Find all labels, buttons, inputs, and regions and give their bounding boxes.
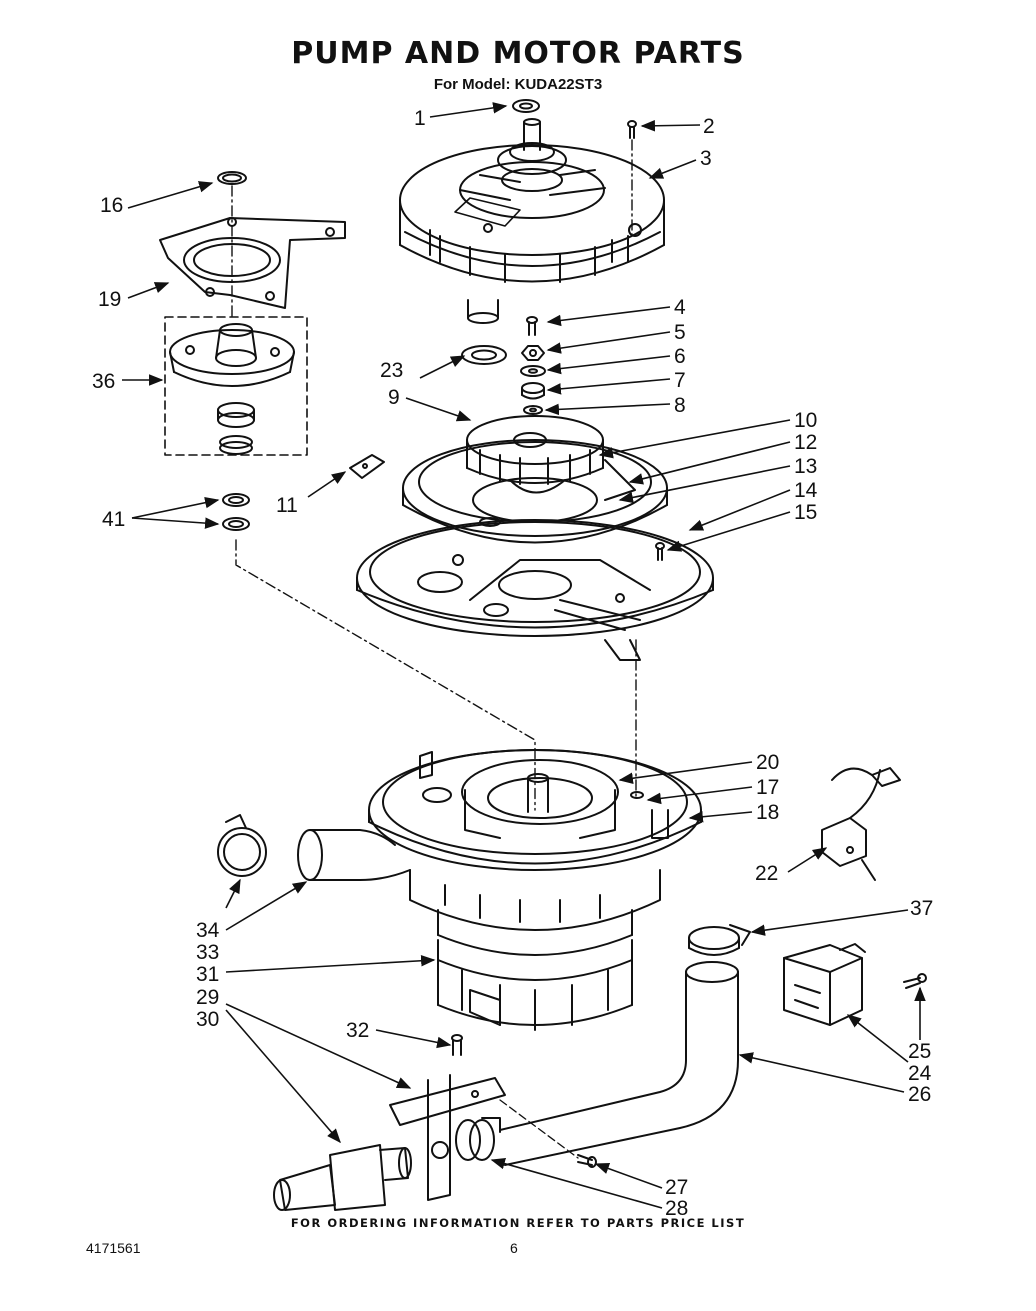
screw-part-2 bbox=[627, 120, 637, 139]
callout-36: 36 bbox=[92, 370, 115, 393]
callout-12: 12 bbox=[794, 431, 817, 454]
screw-part-25 bbox=[903, 973, 927, 989]
callout-27: 27 bbox=[665, 1176, 688, 1199]
callout-41: 41 bbox=[102, 508, 125, 531]
callout-15: 15 bbox=[794, 501, 817, 524]
drain-hose-part-26 bbox=[499, 961, 739, 1166]
o-ring-part-16 bbox=[217, 171, 247, 185]
callout-23: 23 bbox=[380, 359, 403, 382]
washer-part-8 bbox=[523, 405, 543, 415]
clamp-part-28 bbox=[455, 1117, 501, 1161]
callout-25: 25 bbox=[908, 1040, 931, 1063]
gasket-part-19 bbox=[159, 217, 346, 309]
clamp-part-34 bbox=[217, 814, 267, 877]
screw-part-27 bbox=[577, 1154, 597, 1168]
sensor-part-22 bbox=[821, 767, 901, 881]
callout-3: 3 bbox=[700, 147, 712, 170]
callout-18: 18 bbox=[756, 801, 779, 824]
callout-28: 28 bbox=[665, 1197, 688, 1220]
callout-32: 32 bbox=[346, 1019, 369, 1042]
clamp-part-37 bbox=[688, 924, 751, 956]
callout-8: 8 bbox=[674, 394, 686, 417]
callout-30: 30 bbox=[196, 1008, 219, 1031]
screw-part-32 bbox=[451, 1034, 463, 1056]
callout-5: 5 bbox=[674, 321, 686, 344]
callout-1: 1 bbox=[414, 107, 426, 130]
screw-part-15 bbox=[655, 542, 665, 561]
callout-16: 16 bbox=[100, 194, 123, 217]
callout-37: 37 bbox=[910, 897, 933, 920]
callout-4: 4 bbox=[674, 296, 686, 319]
callout-20: 20 bbox=[756, 751, 779, 774]
seal-part-23 bbox=[461, 345, 507, 365]
callout-2: 2 bbox=[703, 115, 715, 138]
callout-26: 26 bbox=[908, 1083, 931, 1106]
model-subtitle: For Model: KUDA22ST3 bbox=[433, 76, 603, 93]
callout-9: 9 bbox=[388, 386, 400, 409]
leader-lines bbox=[122, 102, 926, 1209]
callout-34: 34 bbox=[196, 919, 220, 942]
callout-19: 19 bbox=[98, 288, 121, 311]
seal-housing-part-36 bbox=[169, 323, 295, 455]
callout-22: 22 bbox=[755, 862, 778, 885]
ordering-note: FOR ORDERING INFORMATION REFER TO PARTS … bbox=[290, 1216, 746, 1230]
callout-6: 6 bbox=[674, 345, 686, 368]
callout-11: 11 bbox=[276, 494, 298, 517]
impeller-part-9 bbox=[466, 415, 604, 494]
spacer-part-7 bbox=[521, 382, 545, 400]
chamber-plate-parts-10-12-13 bbox=[402, 439, 668, 544]
document-number: 4171561 bbox=[86, 1240, 141, 1256]
callout-14: 14 bbox=[794, 479, 818, 502]
clip-part-11 bbox=[349, 454, 385, 479]
washer-part-6 bbox=[520, 365, 546, 377]
pump-base-parts-17-18-20 bbox=[368, 749, 702, 871]
callout-17: 17 bbox=[756, 776, 779, 799]
page-title: PUMP AND MOTOR PARTS bbox=[291, 36, 745, 71]
fitting-part-30 bbox=[273, 1144, 412, 1211]
callout-labels: 1 2 3 4 5 6 7 8 9 10 11 12 13 14 15 16 1… bbox=[92, 107, 933, 1220]
page-number: 6 bbox=[510, 1240, 518, 1256]
callout-33: 33 bbox=[196, 941, 219, 964]
switch-part-24 bbox=[783, 943, 866, 1026]
callout-29: 29 bbox=[196, 986, 219, 1009]
filter-plate-part-14 bbox=[356, 519, 714, 661]
callout-10: 10 bbox=[794, 409, 817, 432]
callout-24: 24 bbox=[908, 1062, 932, 1085]
screw-part-4 bbox=[526, 316, 538, 336]
seal-ring-part-1 bbox=[512, 99, 540, 113]
hose-part-33 bbox=[297, 829, 411, 881]
washers-part-41 bbox=[222, 493, 250, 531]
callout-31: 31 bbox=[196, 963, 219, 986]
pump-housing-part-3 bbox=[399, 118, 665, 324]
bracket-part-29 bbox=[389, 1074, 506, 1201]
callout-7: 7 bbox=[674, 369, 686, 392]
motor-part-31 bbox=[409, 869, 661, 1031]
callout-13: 13 bbox=[794, 455, 817, 478]
nut-part-5 bbox=[521, 345, 545, 361]
